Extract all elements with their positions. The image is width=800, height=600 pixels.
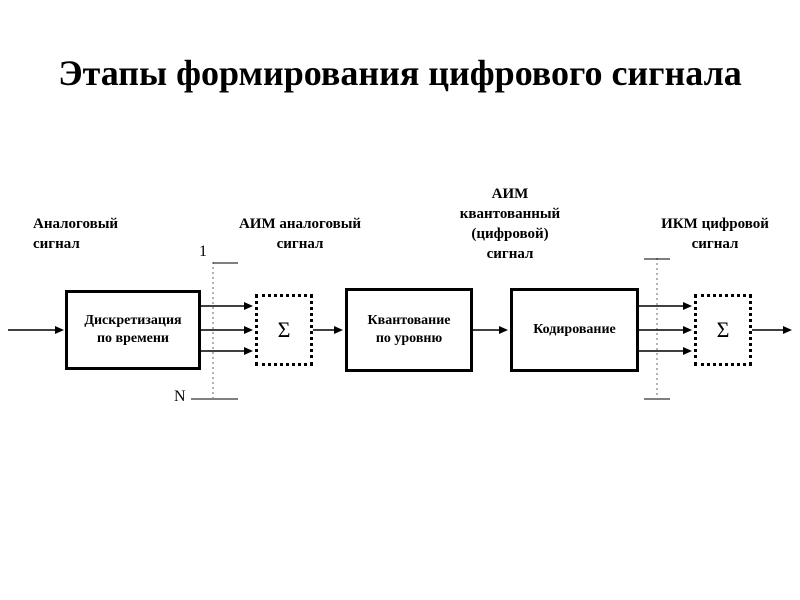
block-quantization: Квантование по уровню bbox=[345, 288, 473, 372]
arrow-output-signal bbox=[752, 326, 792, 334]
arrow-input-signal bbox=[8, 326, 64, 334]
channel-first-marker: 1 bbox=[199, 243, 207, 260]
arrow-coding-to-sum-bottom bbox=[639, 347, 692, 355]
block-sampling: Дискретизация по времени bbox=[65, 290, 201, 370]
block-coding: Кодирование bbox=[510, 288, 639, 372]
arrow-coding-to-sum-top bbox=[639, 302, 692, 310]
arrow-sum-to-quantization bbox=[313, 326, 343, 334]
block-sum-left: Σ bbox=[255, 294, 313, 366]
block-sum-right: Σ bbox=[694, 294, 752, 366]
arrow-quantization-to-coding bbox=[473, 326, 508, 334]
label-aim-quantized-signal: АИМ квантованный (цифровой) сигнал bbox=[459, 186, 561, 262]
channel-last-marker: N bbox=[174, 388, 186, 405]
arrow-sampling-to-sum-top bbox=[201, 302, 253, 310]
label-analog-signal: Аналоговый сигнал bbox=[33, 216, 119, 252]
arrow-sampling-to-sum-middle bbox=[201, 326, 253, 334]
slide-title: Этапы формирования цифрового сигнала bbox=[58, 53, 742, 93]
label-aim-analog-signal: АИМ аналоговый сигнал bbox=[238, 216, 362, 252]
label-ikm-digital-signal: ИКМ цифровой сигнал bbox=[661, 216, 769, 252]
arrow-sampling-to-sum-bottom bbox=[201, 347, 253, 355]
arrow-coding-to-sum-middle bbox=[639, 326, 692, 334]
